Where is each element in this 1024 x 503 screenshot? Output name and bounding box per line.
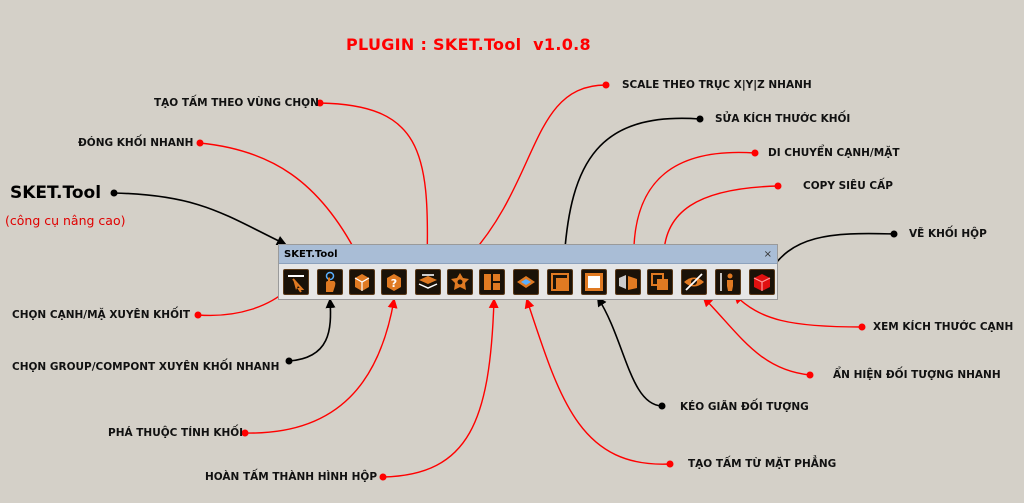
box-icon xyxy=(354,274,370,291)
arrow-sua-kich-thuoc xyxy=(559,117,701,264)
move-face-icon xyxy=(619,275,637,290)
red-cube-icon xyxy=(753,274,771,291)
label-dong-khoi: ĐÓNG KHỐI NHANH xyxy=(78,137,194,149)
dot-sket-tool xyxy=(110,189,118,197)
label-copy: COPY SIÊU CẤP xyxy=(803,180,893,192)
svg-text:?: ? xyxy=(391,277,397,290)
toolbar-header[interactable]: SKET.Tool × xyxy=(279,245,777,264)
stretch-square-icon xyxy=(551,273,569,291)
label-tao-tam-vung: TẠO TẤM THEO VÙNG CHỌN xyxy=(154,97,319,109)
move-face-button[interactable] xyxy=(615,269,641,295)
resize-block-button[interactable] xyxy=(479,269,505,295)
panel-fill-icon xyxy=(418,274,438,289)
copy-button[interactable] xyxy=(647,269,673,295)
frame-square-button[interactable] xyxy=(581,269,607,295)
arrow-pha-thuoc xyxy=(244,298,398,434)
stretch-square-button[interactable] xyxy=(547,269,573,295)
dot-copy xyxy=(774,182,782,190)
dot-tao-tam-vung xyxy=(316,99,324,107)
arrow-sket-tool xyxy=(113,192,287,246)
dot-pha-thuoc xyxy=(241,429,249,437)
label-xem-canh: XEM KÍCH THƯỚC CẠNH xyxy=(873,321,1014,333)
resize-block-icon xyxy=(484,274,500,290)
dot-xem-canh xyxy=(858,323,866,331)
dot-scale xyxy=(602,81,610,89)
box-button[interactable] xyxy=(349,269,375,295)
label-pha-thuoc: PHÁ THUỘC TÍNH KHỐI xyxy=(108,427,244,439)
dot-an-hien xyxy=(806,371,814,379)
label-tao-tam-mat: TẠO TẤM TỪ MẶT PHẲNG xyxy=(688,458,837,470)
frame-square-icon xyxy=(585,273,603,291)
scale-star-icon xyxy=(451,273,469,290)
red-cube-button[interactable] xyxy=(749,269,775,295)
hand-pick-button[interactable] xyxy=(317,269,343,295)
arrow-keo-gian xyxy=(596,296,663,407)
toolbar-close-button[interactable]: × xyxy=(763,248,772,260)
panel-fill-button[interactable] xyxy=(415,269,441,295)
copy-icon xyxy=(651,273,668,290)
toolbar-title: SKET.Tool xyxy=(284,248,338,260)
label-ve-khoi: VẼ KHỐI HỘP xyxy=(909,228,987,240)
select-through-button[interactable] xyxy=(283,269,309,295)
plugin-subtitle: (công cụ nâng cao) xyxy=(5,213,126,228)
question-box-button[interactable]: ? xyxy=(381,269,407,295)
label-chon-canh: CHỌN CẠNH/MẶ XUYÊN KHỐIT xyxy=(12,309,191,321)
arrow-hoan-tam xyxy=(382,298,499,478)
arrow-xem-canh xyxy=(733,293,863,328)
label-chon-group: CHỌN GROUP/COMPONT XUYÊN KHỐI NHANH xyxy=(12,361,280,373)
dot-dong-khoi xyxy=(196,139,204,147)
arrow-di-chuyen xyxy=(628,151,756,267)
label-sua-kich-thuoc: SỬA KÍCH THƯỚC KHỐI xyxy=(715,113,851,125)
arrow-an-hien xyxy=(702,296,811,376)
dot-keo-gian xyxy=(658,402,666,410)
dot-chon-canh xyxy=(194,311,202,319)
arrow-dong-khoi xyxy=(199,142,361,262)
diagram-title: PLUGIN : SKET.Tool v1.0.8 xyxy=(346,35,591,54)
label-keo-gian: KÉO GIÃN ĐỐI TƯỢNG xyxy=(680,401,809,413)
scale-star-button[interactable] xyxy=(447,269,473,295)
face-panel-icon xyxy=(517,276,535,288)
sket-toolbar: SKET.Tool × ? xyxy=(278,244,778,300)
dot-hoan-tam xyxy=(379,473,387,481)
arrow-chon-group xyxy=(288,298,336,362)
select-through-icon xyxy=(288,275,305,293)
question-box-icon: ? xyxy=(387,274,401,291)
label-hoan-tam: HOÀN TẤM THÀNH HÌNH HỘP xyxy=(205,471,378,483)
arrow-ve-khoi xyxy=(767,232,895,277)
dot-chon-group xyxy=(285,357,293,365)
face-panel-button[interactable] xyxy=(513,269,539,295)
dot-ve-khoi xyxy=(890,230,898,238)
hide-eye-button[interactable] xyxy=(681,269,707,295)
toolbar-buttons: ? xyxy=(279,264,777,299)
label-di-chuyen: DI CHUYỂN CẠNH/MẶT xyxy=(768,147,900,159)
edge-dimension-icon xyxy=(720,273,733,291)
dot-sua-kich-thuoc xyxy=(696,115,704,123)
label-an-hien: ẨN HIỆN ĐỐI TƯỢNG NHANH xyxy=(833,369,1001,381)
plugin-name: SKET.Tool xyxy=(10,183,102,203)
edge-dimension-button[interactable] xyxy=(715,269,741,295)
label-scale: SCALE THEO TRỤC X|Y|Z NHANH xyxy=(622,79,812,91)
dot-di-chuyen xyxy=(751,149,759,157)
arrow-tao-tam-mat xyxy=(524,298,671,465)
arrow-chon-canh xyxy=(197,288,289,317)
arrow-scale xyxy=(466,84,607,260)
hand-pick-icon xyxy=(325,271,336,292)
hide-eye-icon xyxy=(684,273,704,291)
dot-tao-tam-mat xyxy=(666,460,674,468)
arrow-tao-tam-vung xyxy=(319,102,433,264)
